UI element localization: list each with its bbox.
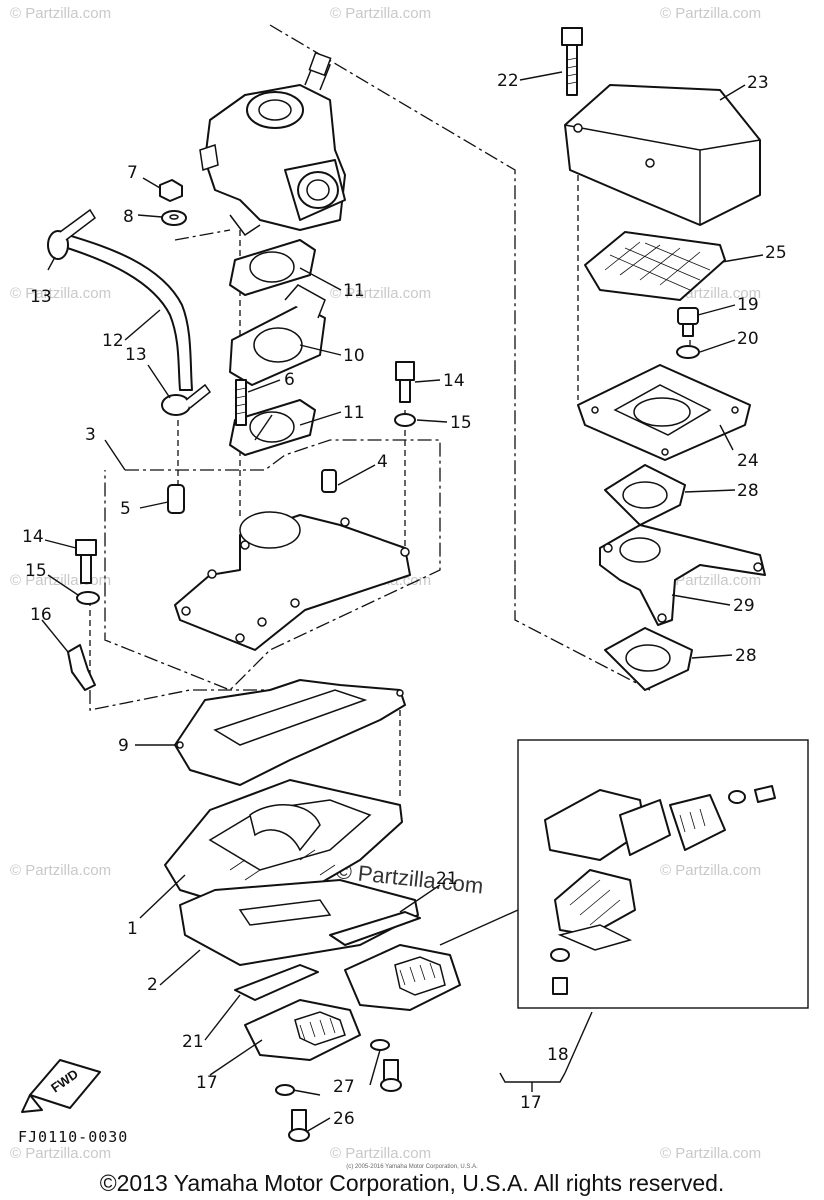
callout-25: 25 xyxy=(765,243,787,263)
watermark: © Partzilla.com xyxy=(660,5,761,22)
air-box-base-24 xyxy=(577,364,751,461)
copyright-notice: ©2013 Yamaha Motor Corporation, U.S.A. A… xyxy=(99,1170,725,1196)
washer-27-b xyxy=(370,1039,390,1051)
callout-27: 27 xyxy=(333,1077,355,1097)
fitting-5 xyxy=(167,484,185,514)
callout-20: 20 xyxy=(737,329,759,349)
gasket-11-lower xyxy=(229,399,316,456)
callout-16: 16 xyxy=(30,605,52,625)
washer-20 xyxy=(676,345,700,359)
intake-manifold-3 xyxy=(174,511,411,651)
watermark: © Partzilla.com xyxy=(10,862,111,879)
callout-14-right: 14 xyxy=(443,371,465,391)
callout-2: 2 xyxy=(147,975,158,995)
callout-26: 26 xyxy=(333,1109,355,1129)
washer-15-left xyxy=(76,591,100,605)
callout-15-right: 15 xyxy=(450,413,472,433)
gasket-9 xyxy=(174,679,406,786)
callout-28-upper: 28 xyxy=(737,481,759,501)
callout-13-upper: 13 xyxy=(30,287,52,307)
watermark: © Partzilla.com xyxy=(10,1145,111,1162)
clip-16 xyxy=(67,644,96,691)
washer-27-a xyxy=(275,1084,295,1096)
callout-15-left: 15 xyxy=(25,561,47,581)
callout-9: 9 xyxy=(118,736,129,756)
bolt-26-a xyxy=(288,1109,310,1142)
washer-8 xyxy=(161,210,187,226)
gasket-2 xyxy=(179,879,419,966)
air-box-cover-23 xyxy=(564,84,761,226)
insulator-10 xyxy=(229,284,326,386)
callout-12: 12 xyxy=(102,331,124,351)
callout-14-left: 14 xyxy=(22,527,44,547)
reed-valve-17-right xyxy=(344,944,461,1011)
watermark: © Partzilla.com xyxy=(10,285,111,302)
callout-19: 19 xyxy=(737,295,759,315)
hose-clamp-13-lower xyxy=(161,383,212,416)
callout-8: 8 xyxy=(123,207,134,227)
carburetor xyxy=(199,51,346,237)
bolt-26-b xyxy=(380,1059,402,1092)
bolt-14-right xyxy=(395,361,415,403)
filter-element-25 xyxy=(584,231,726,301)
stud-6 xyxy=(235,379,247,426)
callout-23: 23 xyxy=(747,73,769,93)
callout-11-upper: 11 xyxy=(343,281,365,301)
gasket-28-upper xyxy=(604,464,686,526)
callout-3: 3 xyxy=(85,425,96,445)
gasket-21-right xyxy=(329,911,421,946)
bracket-29 xyxy=(599,524,766,626)
callout-11-lower: 11 xyxy=(343,403,365,423)
watermark: © Partzilla.com xyxy=(330,5,431,22)
callout-17-right: 17 xyxy=(520,1093,542,1113)
reed-housing-1 xyxy=(164,779,403,911)
reed-valve-detail-box-18 xyxy=(439,739,809,1009)
callout-24: 24 xyxy=(737,451,759,471)
callout-28-lower: 28 xyxy=(735,646,757,666)
callout-21-left: 21 xyxy=(182,1032,204,1052)
callout-22: 22 xyxy=(497,71,519,91)
watermark: © Partzilla.com xyxy=(660,572,761,589)
fuel-hose-12 xyxy=(57,234,193,391)
fitting-4 xyxy=(321,469,337,493)
callout-29: 29 xyxy=(733,596,755,616)
callout-10: 10 xyxy=(343,346,365,366)
reed-valve-17-left xyxy=(244,999,361,1061)
callout-1: 1 xyxy=(127,919,138,939)
gasket-21-left xyxy=(234,964,319,1001)
diagram-code: FJ0110-0030 xyxy=(18,1128,129,1146)
nut-7 xyxy=(159,179,183,202)
callout-7: 7 xyxy=(127,163,138,183)
bolt-22 xyxy=(561,27,583,96)
watermark: © Partzilla.com xyxy=(330,285,431,302)
callout-17-left: 17 xyxy=(196,1073,218,1093)
callout-13-lower: 13 xyxy=(125,345,147,365)
callout-21-right: 21 xyxy=(436,869,458,889)
watermark: © Partzilla.com xyxy=(330,1145,431,1162)
bolt-14-left xyxy=(75,539,97,584)
watermark: © Partzilla.com xyxy=(10,5,111,22)
bolt-19 xyxy=(677,307,699,337)
small-copyright: (c) 2005-2016 Yamaha Motor Corporation, … xyxy=(346,1164,478,1170)
washer-15-right xyxy=(394,413,416,427)
callout-4: 4 xyxy=(377,452,388,472)
forward-arrow: FWD xyxy=(21,1059,101,1113)
hose-clamp-13-upper xyxy=(47,208,96,260)
callout-18: 18 xyxy=(547,1045,569,1065)
callout-6: 6 xyxy=(284,370,295,390)
watermark: © Partzilla.com xyxy=(660,1145,761,1162)
callouts: 7 8 11 10 11 6 13 12 13 3 4 5 14 15 14 1… xyxy=(22,71,787,1129)
watermark: © Partzilla.com xyxy=(660,862,761,879)
gasket-11-upper xyxy=(229,239,316,296)
gasket-28-lower xyxy=(604,627,693,691)
callout-5: 5 xyxy=(120,499,131,519)
leader-lines xyxy=(41,71,764,1133)
